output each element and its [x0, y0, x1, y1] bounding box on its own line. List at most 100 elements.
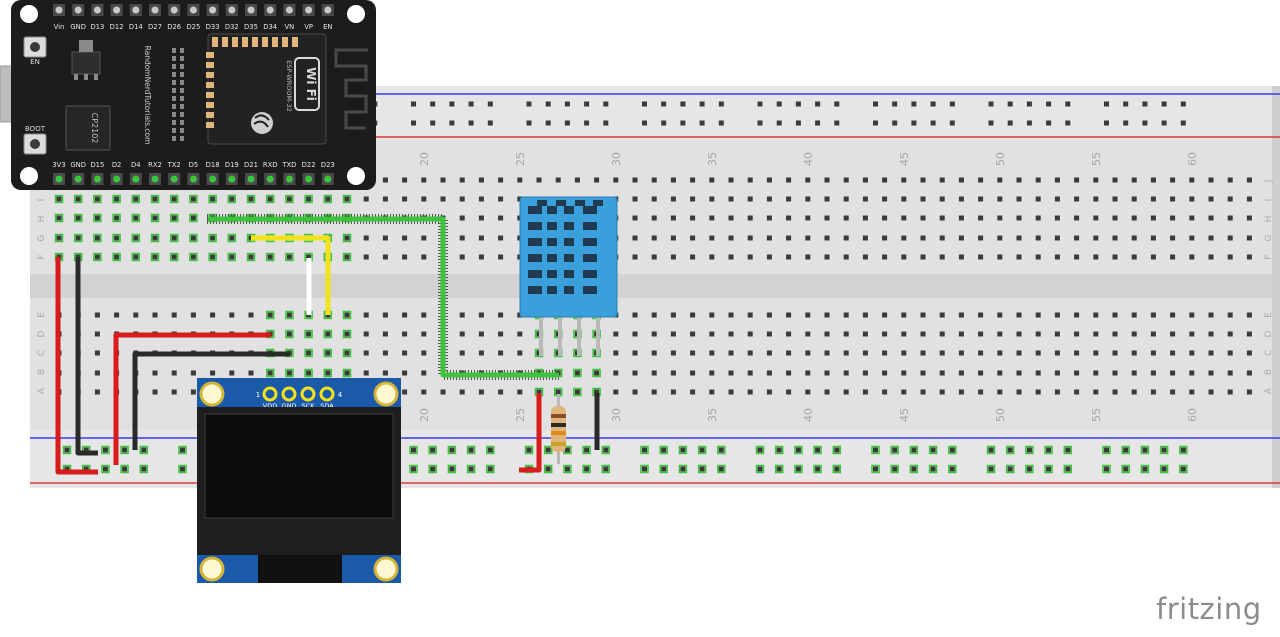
esp32-bottom-pin-label: D18 — [206, 161, 220, 169]
wire-red-left-rail[interactable] — [55, 257, 98, 475]
column-numbers-top: 20 25 30 35 40 45 50 55 60 — [418, 152, 1199, 166]
col-number-60-top: 60 — [1186, 152, 1199, 166]
esp32-bottom-pin-label: D22 — [302, 161, 316, 169]
voltage-regulator — [71, 51, 101, 75]
esp32-top-pin-label: D27 — [148, 23, 162, 31]
pcb-antenna-trace — [334, 48, 368, 130]
esp32-bottom-pin-label: TXD — [281, 161, 296, 169]
col-number-35-top: 35 — [706, 152, 719, 166]
row-letter-B-left: B — [37, 369, 47, 375]
esp32-top-pin-label: D32 — [225, 23, 239, 31]
oled-display[interactable]: 1 4 VDD GND SCK SDA — [197, 378, 401, 583]
wire-black-oled-gnd[interactable] — [132, 351, 290, 450]
esp32-top-pin-label: VP — [304, 23, 313, 31]
esp32-top-pin-label: D12 — [110, 23, 124, 31]
col-number-45-top: 45 — [898, 152, 911, 166]
wire-red-oled-vdd[interactable] — [113, 332, 271, 465]
row-letter-F-left: F — [37, 254, 47, 259]
row-letter-E-left: E — [37, 312, 47, 318]
row-letter-G-right: G — [1264, 234, 1274, 241]
resistor[interactable] — [551, 394, 566, 464]
module-pads — [206, 37, 298, 128]
fritzing-watermark: fritzing — [1156, 592, 1262, 626]
oled-hole-top-right — [373, 381, 399, 407]
oled-screen — [204, 413, 394, 519]
oled-flex-connector — [258, 555, 342, 583]
wire-green-dht-data[interactable] — [208, 216, 559, 378]
esp32-top-pin-label: GND — [70, 23, 86, 31]
col-number-60-bottom: 60 — [1186, 408, 1199, 422]
usb-uart-chip-label: CP2102 — [90, 113, 99, 144]
esp32-top-pin-label: Vin — [54, 23, 65, 31]
col-number-55-top: 55 — [1090, 152, 1103, 166]
esp32-top-pin-label: D14 — [129, 23, 143, 31]
usb-uart-chip — [65, 105, 111, 151]
col-number-25-top: 25 — [514, 152, 527, 166]
dht11-sensor[interactable] — [519, 196, 618, 356]
row-letter-C-right: C — [1264, 350, 1274, 356]
col-number-50-top: 50 — [994, 152, 1007, 166]
esp32-bottom-pin-label: D2 — [112, 161, 122, 169]
oled-pin-first: 1 — [256, 391, 260, 399]
row-letter-D-right: D — [1264, 330, 1274, 337]
wires — [55, 214, 600, 475]
row-letter-G-left: G — [37, 234, 47, 241]
row-letter-I-right: I — [1264, 199, 1274, 202]
row-letter-A-left: A — [37, 387, 47, 394]
esp32-top-pin-label: D13 — [90, 23, 104, 31]
col-number-30-bottom: 30 — [610, 408, 623, 422]
esp32-bottom-pin-label: D21 — [244, 161, 258, 169]
wire-yellow[interactable] — [251, 235, 331, 315]
row-letter-E-right: E — [1264, 312, 1274, 318]
esp32-top-pin-label: D33 — [206, 23, 220, 31]
row-letter-D-left: D — [37, 330, 47, 337]
oled-hole-bottom-left — [199, 556, 225, 582]
module-name: ESP-WROOM-32 — [285, 60, 293, 112]
esp32-top-pin-label: D25 — [186, 23, 200, 31]
breadboard-center-channel — [30, 274, 1280, 298]
esp32-bottom-pin-label: RXD — [263, 161, 278, 169]
row-letter-H-right: H — [1264, 216, 1274, 223]
oled-pin-vdd: VDD — [263, 402, 277, 410]
boot-button-label: BOOT — [25, 125, 46, 133]
row-letter-I-left: I — [37, 199, 47, 202]
esp32-top-pin-label: D35 — [244, 23, 258, 31]
esp-wroom-module — [207, 33, 327, 145]
col-number-30-top: 30 — [610, 152, 623, 166]
dht-legs — [539, 316, 600, 356]
esp32-bottom-pin-label: D19 — [225, 161, 239, 169]
esp32-bottom-pin-label: D15 — [90, 161, 104, 169]
col-number-35-bottom: 35 — [706, 408, 719, 422]
esp32-bottom-pin-label: 3V3 — [52, 161, 65, 169]
esp32-bottom-pin-label: D5 — [189, 161, 199, 169]
oled-hole-top-left — [199, 381, 225, 407]
oled-pins — [262, 386, 335, 402]
col-number-40-top: 40 — [802, 152, 815, 166]
col-number-55-bottom: 55 — [1090, 408, 1103, 422]
esp32-bottom-pin-label: GND — [70, 161, 86, 169]
col-number-25-bottom: 25 — [514, 408, 527, 422]
esp32-top-pin-label: D34 — [263, 23, 277, 31]
col-number-45-bottom: 45 — [898, 408, 911, 422]
row-letter-C-left: C — [37, 350, 47, 356]
row-letters-right: J I H G F E D C B A — [1264, 180, 1274, 394]
col-number-20-top: 20 — [418, 152, 431, 166]
column-numbers-bottom: 20 25 30 35 40 45 50 55 60 — [418, 408, 1199, 422]
esp32-top-pin-label: D26 — [167, 23, 181, 31]
row-letter-A-right: A — [1264, 387, 1274, 394]
row-letter-H-left: H — [37, 216, 47, 223]
en-button-label: EN — [30, 58, 40, 66]
esp32-bottom-pin-label: TX2 — [167, 161, 181, 169]
row-letter-F-right: F — [1264, 254, 1274, 259]
col-number-20-bottom: 20 — [418, 408, 431, 422]
dht-grille — [528, 200, 603, 294]
wifi-logo — [294, 57, 320, 111]
oled-pin-last: 4 — [338, 391, 343, 399]
wire-red-resistor[interactable] — [519, 393, 542, 473]
col-number-50-bottom: 50 — [994, 408, 1007, 422]
wire-black-left-rail[interactable] — [75, 257, 98, 456]
col-number-40-bottom: 40 — [802, 408, 815, 422]
oled-pin-sck: SCK — [302, 402, 316, 410]
